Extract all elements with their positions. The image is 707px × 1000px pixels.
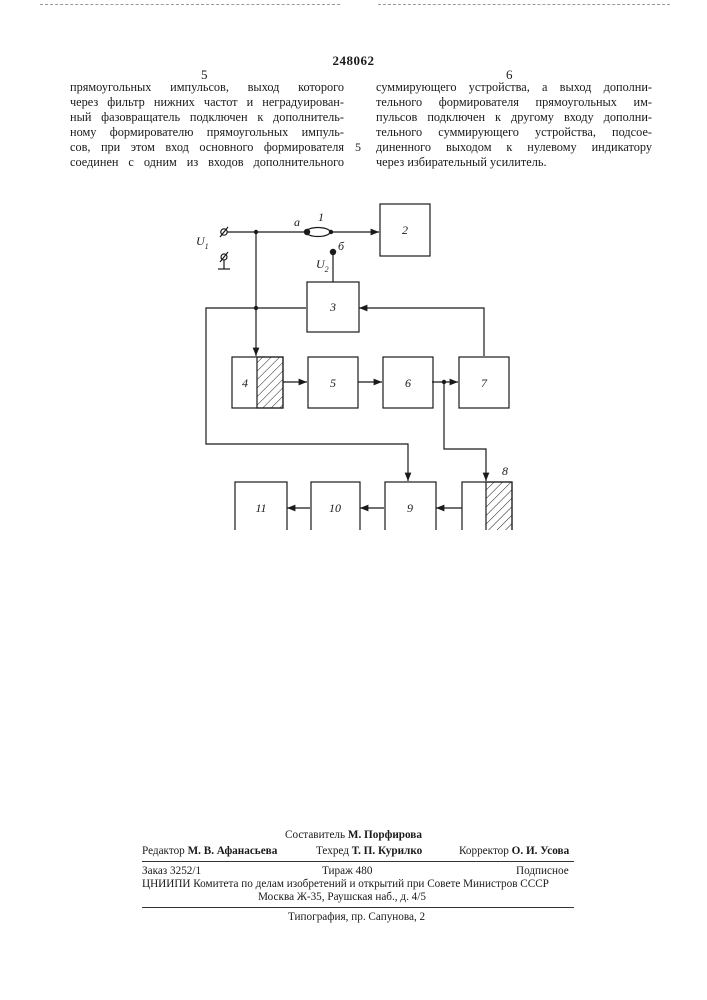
block-label-4: 4 [242, 376, 248, 390]
address-line: Москва Ж-35, Раушская наб., д. 4/5 [258, 891, 426, 903]
junction-dot [442, 380, 446, 384]
right-column-text: суммирующего устройства, а выход дополни… [376, 80, 652, 170]
order-number: Заказ 3252/1 [142, 865, 201, 877]
block-diagram: U1 U2 a б 1 2 3 4 5 6 7 8 9 10 11 [0, 190, 707, 530]
wire-7-to-3 [359, 308, 484, 356]
wire-3-to-9 [206, 308, 408, 481]
block-label-9: 9 [407, 501, 413, 515]
wire-6-to-8 [444, 382, 486, 481]
label-u1: U1 [196, 234, 209, 251]
contact-a-dot [304, 229, 310, 235]
text-line: прямоугольных импульсов, выход которого [70, 80, 344, 95]
contact-dot [329, 230, 333, 234]
circulation: Тираж 480 [322, 865, 372, 877]
block-label-11: 11 [255, 501, 266, 515]
footer-rule-top [142, 861, 574, 862]
left-column-text: прямоугольных импульсов, выход которого … [70, 80, 344, 170]
label-u2: U2 [316, 257, 329, 274]
techred-line: Техред Т. П. Курилко [316, 845, 422, 857]
text-line: диненного выходом к нулевому индикатору [376, 140, 652, 155]
block-label-6: 6 [405, 376, 411, 390]
subscription: Подписное [516, 865, 569, 877]
patent-number: 248062 [0, 53, 707, 69]
footer-rule-bottom [142, 907, 574, 908]
contact-b-dot [330, 249, 336, 255]
block-label-2: 2 [402, 223, 408, 237]
junction-dot [254, 306, 258, 310]
block-label-7: 7 [481, 376, 488, 390]
label-element-1: 1 [318, 210, 324, 224]
text-line: ный фазовращатель подключен к дополнител… [70, 110, 344, 125]
text-line: тельного формирователя прямоугольных им- [376, 95, 652, 110]
top-dashed-rule-right [378, 4, 670, 5]
label-a: a [294, 215, 300, 229]
block-4-hatched-part [257, 357, 283, 408]
top-dashed-rule-left [40, 4, 340, 5]
printing-house: Типография, пр. Сапунова, 2 [288, 911, 425, 923]
institute-line: ЦНИИПИ Комитета по делам изобретений и о… [142, 878, 549, 890]
block-label-3: 3 [329, 300, 336, 314]
text-line: соединен с одним из входов дополнительно… [70, 155, 344, 170]
text-line: тельного суммирующего устройства, подсое… [376, 125, 652, 140]
text-line: ному формирователю прямоугольных импуль- [70, 125, 344, 140]
text-line: пульсов подключен к другому входу дополн… [376, 110, 652, 125]
corrector-line: Корректор О. И. Усова [459, 845, 569, 857]
text-line: через избирательный усилитель. [376, 155, 652, 170]
compiler-line: Составитель М. Порфирова [285, 829, 422, 841]
text-line: через фильтр нижних частот и неградуиров… [70, 95, 344, 110]
junction-dot [254, 230, 258, 234]
label-b: б [338, 239, 345, 253]
text-line: суммирующего устройства, а выход дополни… [376, 80, 652, 95]
text-line: сов, при этом вход основного формировате… [70, 140, 344, 155]
editor-line: Редактор М. В. Афанасьева [142, 845, 277, 857]
block-label-8: 8 [502, 464, 508, 478]
block-8-hatched-part [486, 482, 512, 530]
line-number-marker: 5 [355, 140, 361, 155]
block-label-5: 5 [330, 376, 336, 390]
block-label-10: 10 [329, 501, 341, 515]
